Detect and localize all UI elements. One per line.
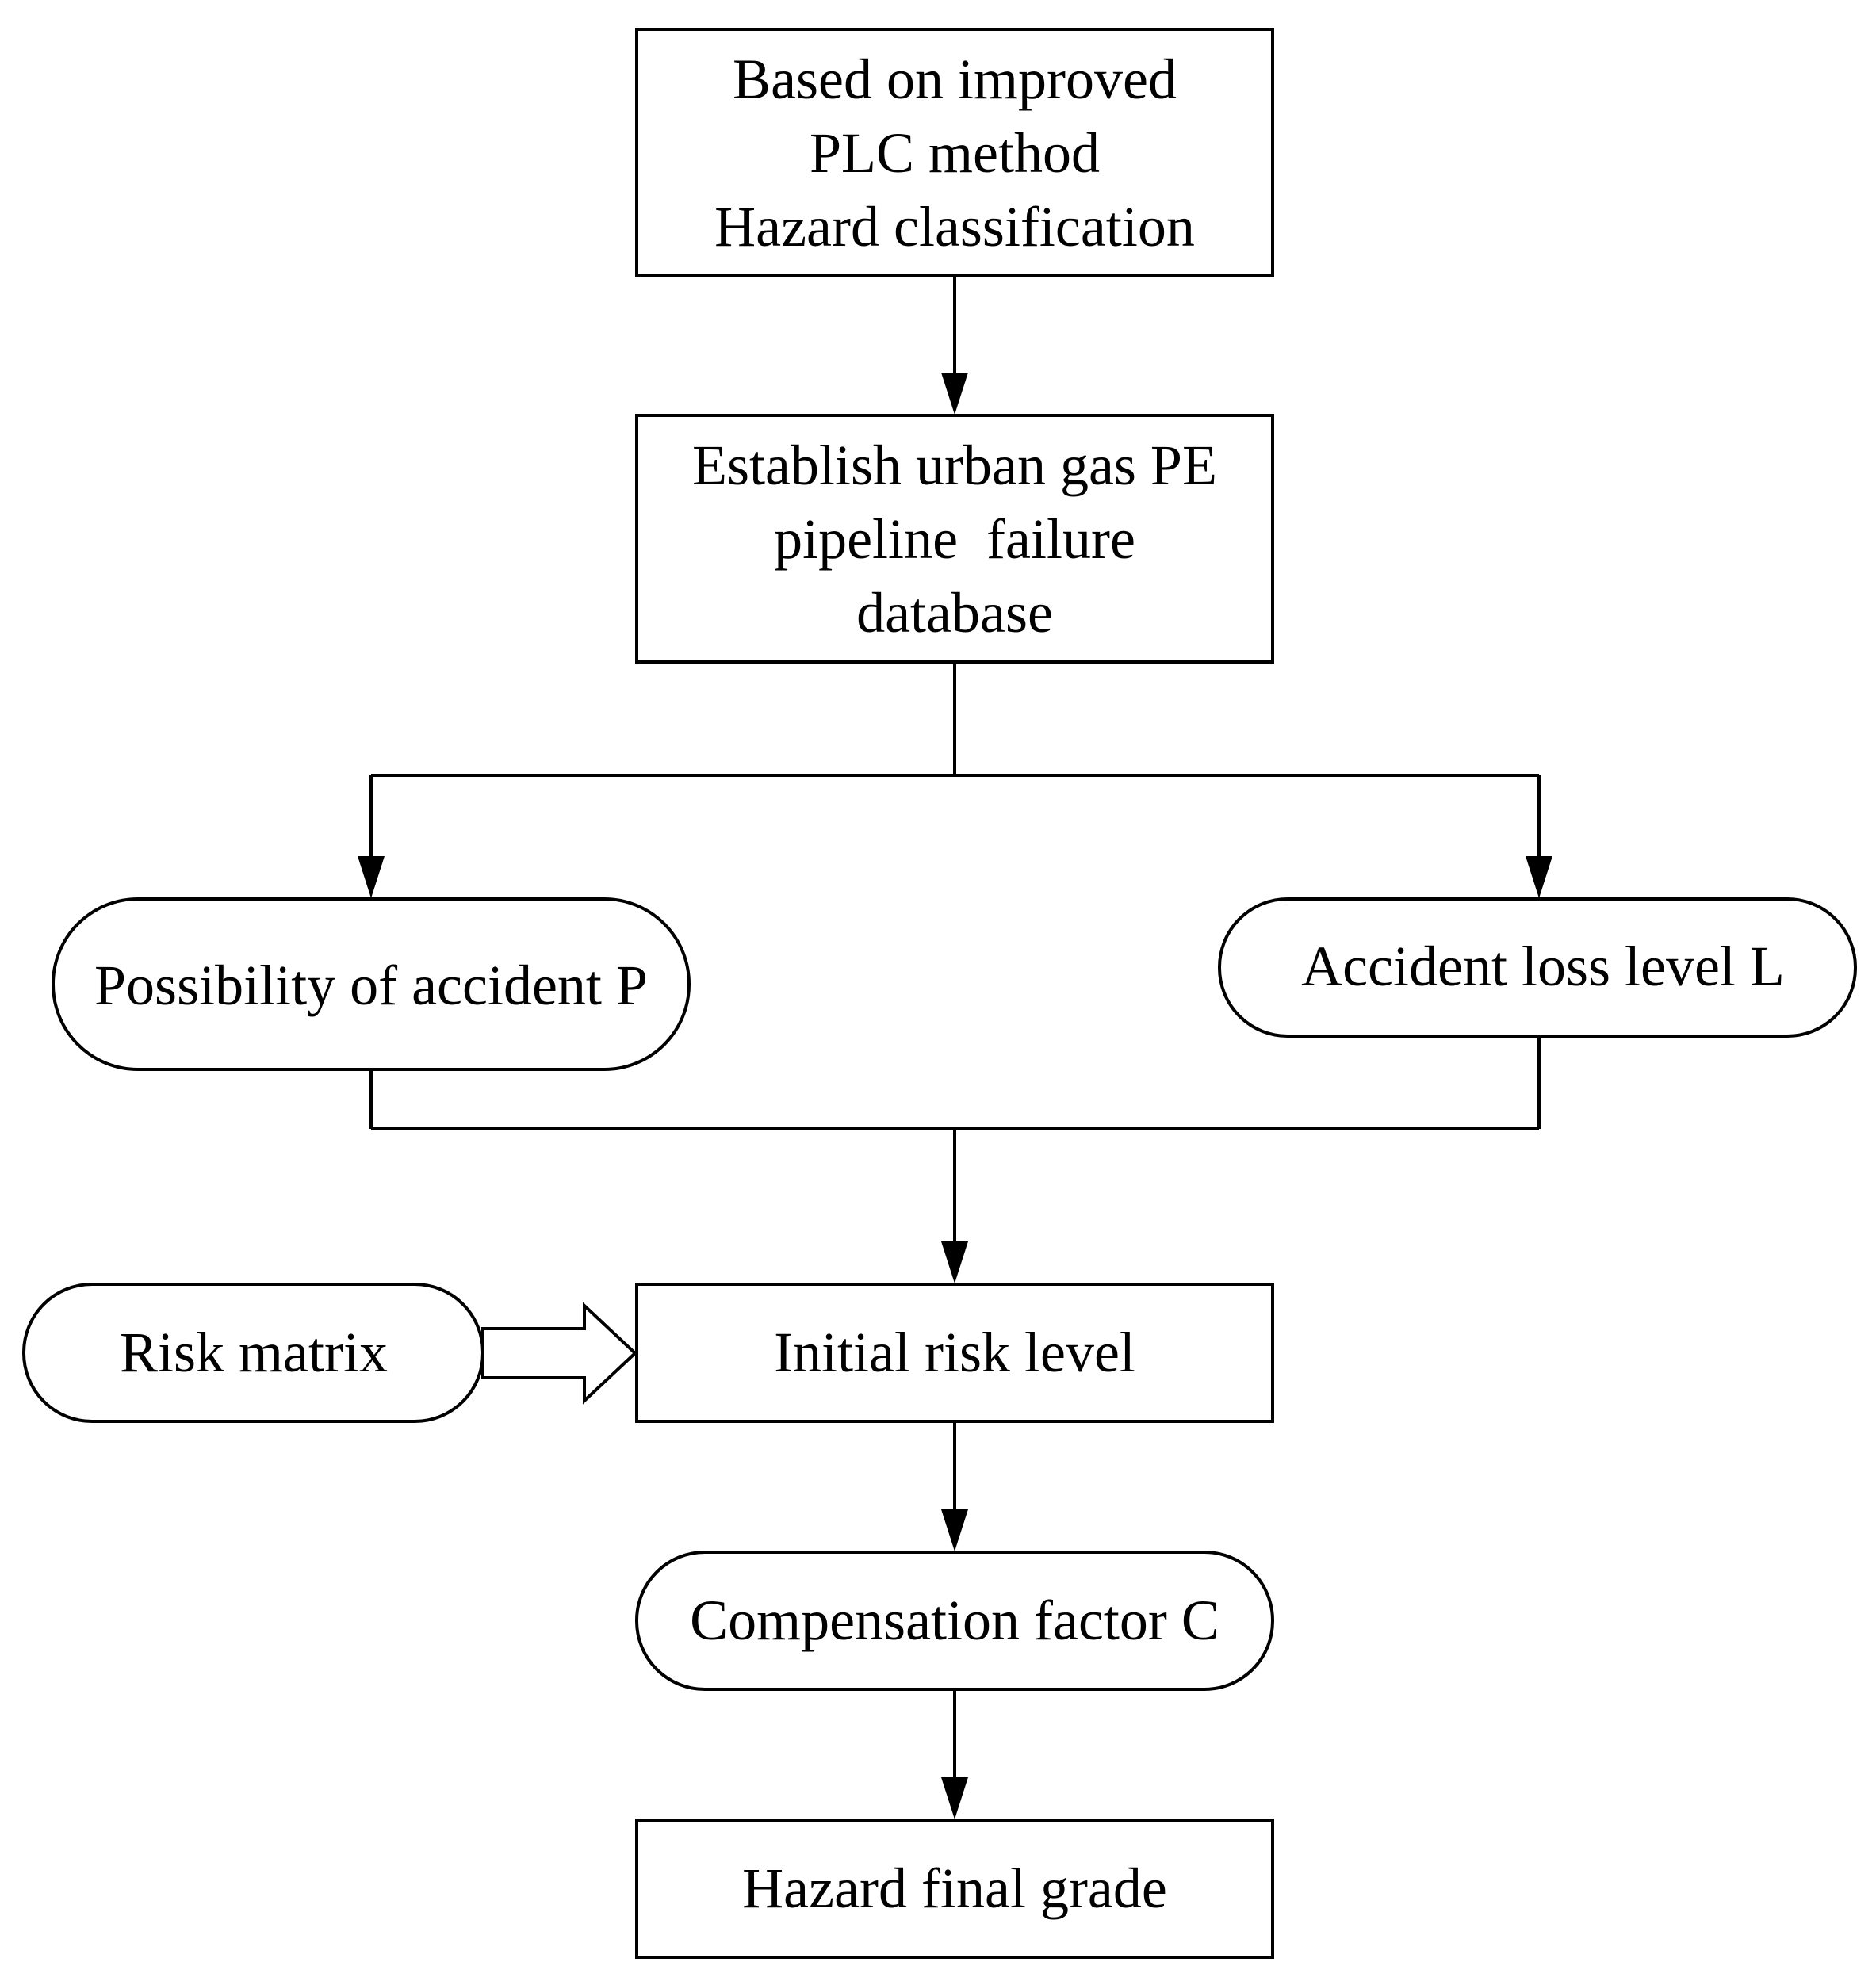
node-compensation: Compensation factor C: [635, 1551, 1274, 1691]
node-improved-plc-line-1: Based on improved: [733, 48, 1177, 111]
node-final-grade: Hazard final grade: [635, 1819, 1274, 1959]
node-initial-risk-label: Initial risk level: [774, 1321, 1135, 1384]
node-final-grade-label: Hazard final grade: [742, 1857, 1167, 1920]
edge-plc-to-database: [941, 276, 968, 415]
edge-initial-to-compensation: [941, 1421, 968, 1551]
node-improved-plc: Based on improved PLC method Hazard clas…: [635, 28, 1274, 277]
node-initial-risk: Initial risk level: [635, 1283, 1274, 1423]
node-risk-matrix-label: Risk matrix: [120, 1321, 388, 1384]
node-loss-level: Accident loss level L: [1218, 897, 1857, 1038]
node-possibility: Possibility of accident P: [52, 897, 691, 1071]
edge-database-split: [358, 662, 1552, 898]
node-risk-matrix: Risk matrix: [22, 1283, 484, 1423]
node-improved-plc-line-3: Hazard classification: [714, 195, 1195, 258]
node-compensation-label: Compensation factor C: [690, 1589, 1219, 1652]
edge-risk-matrix-hollow-arrow: [481, 1302, 637, 1405]
node-failure-database: Establish urban gas PE pipeline failure …: [635, 414, 1274, 664]
node-failure-database-line-1: Establish urban gas PE: [692, 434, 1217, 497]
node-improved-plc-line-2: PLC method: [810, 121, 1100, 185]
node-possibility-label: Possibility of accident P: [94, 954, 648, 1017]
node-failure-database-line-2: pipeline failure: [774, 507, 1135, 571]
node-loss-level-label: Accident loss level L: [1301, 935, 1785, 998]
edge-merge-to-initial-risk: [369, 1036, 1541, 1283]
edge-compensation-to-final: [941, 1689, 968, 1819]
node-failure-database-line-3: database: [856, 581, 1053, 644]
